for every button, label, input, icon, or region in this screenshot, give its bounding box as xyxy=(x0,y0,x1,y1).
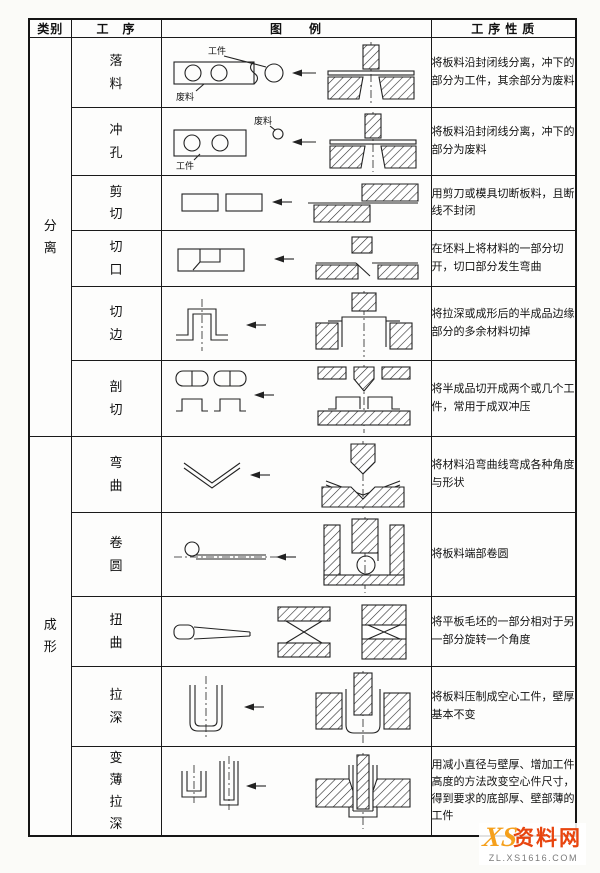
shearing-diagram xyxy=(181,183,419,223)
drawing-diagram xyxy=(189,670,411,743)
illustration-cell xyxy=(160,746,432,837)
process-label: 剖切 xyxy=(109,379,123,417)
row-piercing: 冲孔 工件 废料 xyxy=(29,107,577,176)
curling-diagram xyxy=(174,516,405,593)
illustration-cell xyxy=(160,596,432,667)
header-category: 类别 xyxy=(28,18,72,38)
process-cell: 冲孔 xyxy=(70,107,162,176)
nature-text: 将板料压制成空心工件，壁厚基本不变 xyxy=(431,691,575,721)
watermark-row: XS 资料网 xyxy=(480,822,582,853)
illustration-cell xyxy=(160,512,432,597)
header-row: 类别 工 序 图 例 工 序 性 质 xyxy=(28,18,577,38)
header-process: 工 序 xyxy=(70,18,162,38)
stamping-process-table: 类别 工 序 图 例 工 序 性 质 分离 落料 xyxy=(28,18,577,838)
nature-cell: 用减小直径与壁厚、增加工件高度的方法改变空心件尺寸，得到要求的底部厚、壁部薄的工… xyxy=(430,746,577,837)
process-cell: 切口 xyxy=(70,230,162,287)
row-notching: 切口 xyxy=(29,230,577,287)
nature-text: 将半成品切开成两个或几个工件，常用于成双冲压 xyxy=(431,383,575,413)
illustration-cell xyxy=(160,360,432,437)
row-curling: 卷圆 xyxy=(29,512,577,597)
watermark-logo: XS xyxy=(480,822,520,853)
process-label: 卷圆 xyxy=(109,535,123,573)
row-twisting: 扭曲 xyxy=(29,596,577,667)
process-cell: 切边 xyxy=(70,286,162,361)
nature-text: 将拉深或成形后的半成品边缘部分的多余材料切掉 xyxy=(431,308,575,338)
illustration-cell xyxy=(160,436,432,513)
nature-text: 在坯料上将材料的一部分切开，切口部分发生弯曲 xyxy=(431,243,564,273)
label-scrap: 废料 xyxy=(176,91,194,102)
process-label: 切口 xyxy=(109,239,123,277)
nature-text: 将板料沿封闭线分离，冲下的部分为工件，其余部分为废料 xyxy=(431,57,575,87)
watermark: XS 资料网 ZL.XS1616.COM xyxy=(478,822,586,865)
watermark-site-name: 资料网 xyxy=(513,825,582,850)
nature-cell: 将板料沿封闭线分离，冲下的部分为废料 xyxy=(430,107,577,176)
illustration-cell: 工件 废料 xyxy=(160,107,432,176)
process-cell: 剪切 xyxy=(70,175,162,231)
process-cell: 卷圆 xyxy=(70,512,162,597)
nature-cell: 将平板毛坯的一部分相对于另一部分旋转一个角度 xyxy=(430,596,577,667)
blanking-diagram: 工件 废料 xyxy=(173,41,415,104)
trimming-diagram xyxy=(176,290,413,357)
process-label: 扭曲 xyxy=(109,612,123,650)
label-scrap: 废料 xyxy=(254,115,272,126)
nature-cell: 将板料沿封闭线分离，冲下的部分为工件，其余部分为废料 xyxy=(430,37,577,108)
nature-text: 将平板毛坯的一部分相对于另一部分旋转一个角度 xyxy=(431,616,575,646)
process-cell: 拉深 xyxy=(70,666,162,747)
process-cell: 变薄拉深 xyxy=(70,746,162,837)
process-label: 剪切 xyxy=(109,183,123,221)
illustration-cell xyxy=(160,666,432,747)
nature-cell: 将板料端部卷圆 xyxy=(430,512,577,597)
notching-diagram xyxy=(177,235,419,280)
process-label: 切边 xyxy=(109,304,123,342)
row-trimming: 切边 xyxy=(29,286,577,361)
row-bending: 成形 弯曲 xyxy=(28,436,577,837)
twisting-diagram xyxy=(173,603,407,660)
nature-cell: 将板料压制成空心工件，壁厚基本不变 xyxy=(430,666,577,747)
row-shearing: 剪切 用剪刀或模具切断板料，且断线不封闭 xyxy=(29,175,577,231)
scanned-document-page: 类别 工 序 图 例 工 序 性 质 分离 落料 xyxy=(0,18,600,873)
label-workpiece: 工件 xyxy=(208,45,226,56)
header-illustration: 图 例 xyxy=(160,18,432,38)
ironing-diagram xyxy=(181,753,411,830)
illustration-cell xyxy=(160,230,432,287)
illustration-cell: 工件 废料 xyxy=(160,37,432,108)
bending-diagram xyxy=(183,440,405,509)
nature-text: 将板料沿封闭线分离，冲下的部分为废料 xyxy=(431,126,575,156)
process-cell: 弯曲 xyxy=(70,436,162,513)
category-label: 分离 xyxy=(43,217,57,255)
category-separation: 分离 xyxy=(28,37,72,437)
illustration-cell xyxy=(160,286,432,361)
parting-diagram xyxy=(175,364,411,433)
label-workpiece: 工件 xyxy=(176,160,194,171)
process-cell: 落料 xyxy=(70,37,162,108)
nature-cell: 用剪刀或模具切断板料，且断线不封闭 xyxy=(430,175,577,231)
row-ironing: 变薄拉深 xyxy=(29,746,577,837)
nature-cell: 将材料沿弯曲线弯成各种角度与形状 xyxy=(430,436,577,513)
process-label: 冲孔 xyxy=(109,122,123,160)
nature-cell: 在坯料上将材料的一部分切开，切口部分发生弯曲 xyxy=(430,230,577,287)
process-label: 变薄拉深 xyxy=(109,750,123,832)
nature-text: 用剪刀或模具切断板料，且断线不封闭 xyxy=(431,187,575,217)
nature-cell: 将拉深或成形后的半成品边缘部分的多余材料切掉 xyxy=(430,286,577,361)
process-label: 拉深 xyxy=(109,687,123,725)
process-label: 弯曲 xyxy=(109,455,123,493)
nature-text: 将材料沿弯曲线弯成各种角度与形状 xyxy=(431,459,575,489)
nature-cell: 将半成品切开成两个或几个工件，常用于成双冲压 xyxy=(430,360,577,437)
nature-text: 将板料端部卷圆 xyxy=(431,547,509,560)
piercing-diagram: 工件 废料 xyxy=(173,111,417,172)
nature-text: 用减小直径与壁厚、增加工件高度的方法改变空心件尺寸，得到要求的底部厚、壁部薄的工… xyxy=(431,759,575,823)
category-label: 成形 xyxy=(43,617,57,655)
header-nature: 工 序 性 质 xyxy=(430,18,577,38)
row-drawing: 拉深 xyxy=(29,666,577,747)
category-forming: 成形 xyxy=(28,436,72,837)
process-cell: 扭曲 xyxy=(70,596,162,667)
row-blanking: 分离 落料 工件 废料 xyxy=(28,37,577,437)
row-parting: 剖切 xyxy=(29,360,577,437)
process-label: 落料 xyxy=(109,53,123,91)
process-cell: 剖切 xyxy=(70,360,162,437)
illustration-cell xyxy=(160,175,432,231)
